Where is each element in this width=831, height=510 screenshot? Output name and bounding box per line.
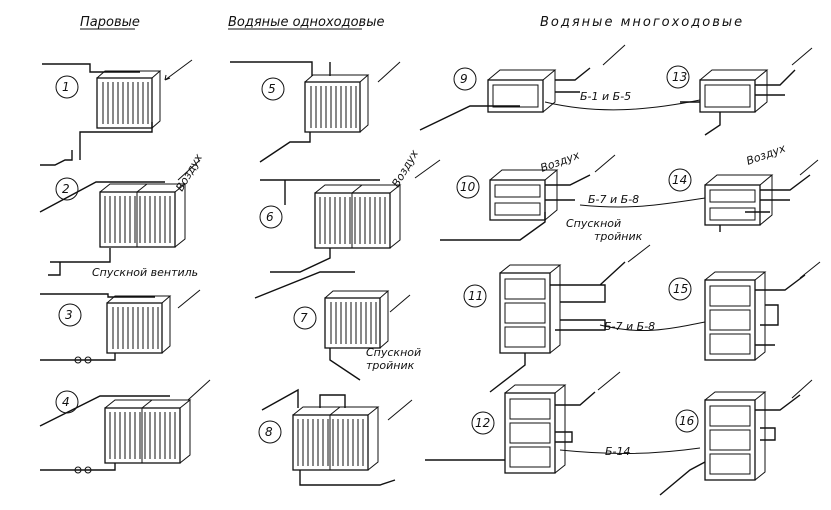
scheme-5: 5 [230,61,401,163]
scheme-number-3: 3 [65,308,73,322]
scheme-11: 11 Б-7 и Б-8 [463,244,706,393]
air-label-6: Воздух [389,147,421,189]
drain-tee-7-line1: Спускной [366,346,421,359]
scheme-number-13: 13 [672,70,687,84]
scheme-number-7: 7 [300,311,308,325]
scheme-12: 12 Б-14 [425,371,701,474]
scheme-number-12: 12 [475,416,490,430]
header-steam: Паровые [80,15,140,30]
scheme-6: 6 Воздух [259,147,441,273]
scheme-15: 15 [668,261,821,361]
scheme-10: 10 Воздух Б-7 и Б-8 Спускной тройник [440,148,706,243]
scheme-number-9: 9 [460,72,468,86]
scheme-14: 14 Воздух [668,141,819,232]
scheme-9: 9 Б-1 и Б-5 [419,44,701,131]
scheme-2: 2 Воздух Спускной вентиль [39,151,205,279]
scheme-number-8: 8 [265,425,273,439]
connection-label-b1-b5: Б-1 и Б-5 [580,90,631,103]
connection-label-b7-b8-a: Б-7 и Б-8 [588,193,639,206]
air-label-14: Воздух [745,141,788,167]
drain-tee-10-line2: тройник [594,230,643,243]
air-label-2: Воздух [173,151,205,193]
drain-tee-7-line2: тройник [366,359,415,372]
scheme-number-14: 14 [672,173,687,187]
air-label-10: Воздух [539,148,582,174]
drain-valve-label: Спускной вентиль [92,266,198,279]
drain-tee-10-line1: Спускной [566,217,621,230]
connection-label-b7-b8-b: Б-7 и Б-8 [604,320,655,333]
scheme-number-1: 1 [62,80,70,94]
header-water-multi: Водяные многоходовые [540,15,744,30]
scheme-number-4: 4 [62,395,70,409]
scheme-number-2: 2 [62,182,70,196]
scheme-13: 13 [666,47,813,136]
scheme-4: 4 [39,379,211,474]
header-water-single: Водяные одноходовые [228,15,384,30]
scheme-3: 3 [40,289,201,364]
scheme-number-10: 10 [460,180,476,194]
scheme-number-6: 6 [266,210,274,224]
scheme-7: 7 Спускной тройник [254,271,421,381]
scheme-number-16: 16 [679,414,695,428]
scheme-1: 1 [40,59,193,166]
scheme-number-15: 15 [673,282,688,296]
scheme-16: 16 [659,379,813,496]
connection-label-b14: Б-14 [605,445,631,458]
scheme-8: 8 [258,388,413,486]
scheme-number-11: 11 [468,289,483,303]
scheme-number-5: 5 [268,82,276,96]
